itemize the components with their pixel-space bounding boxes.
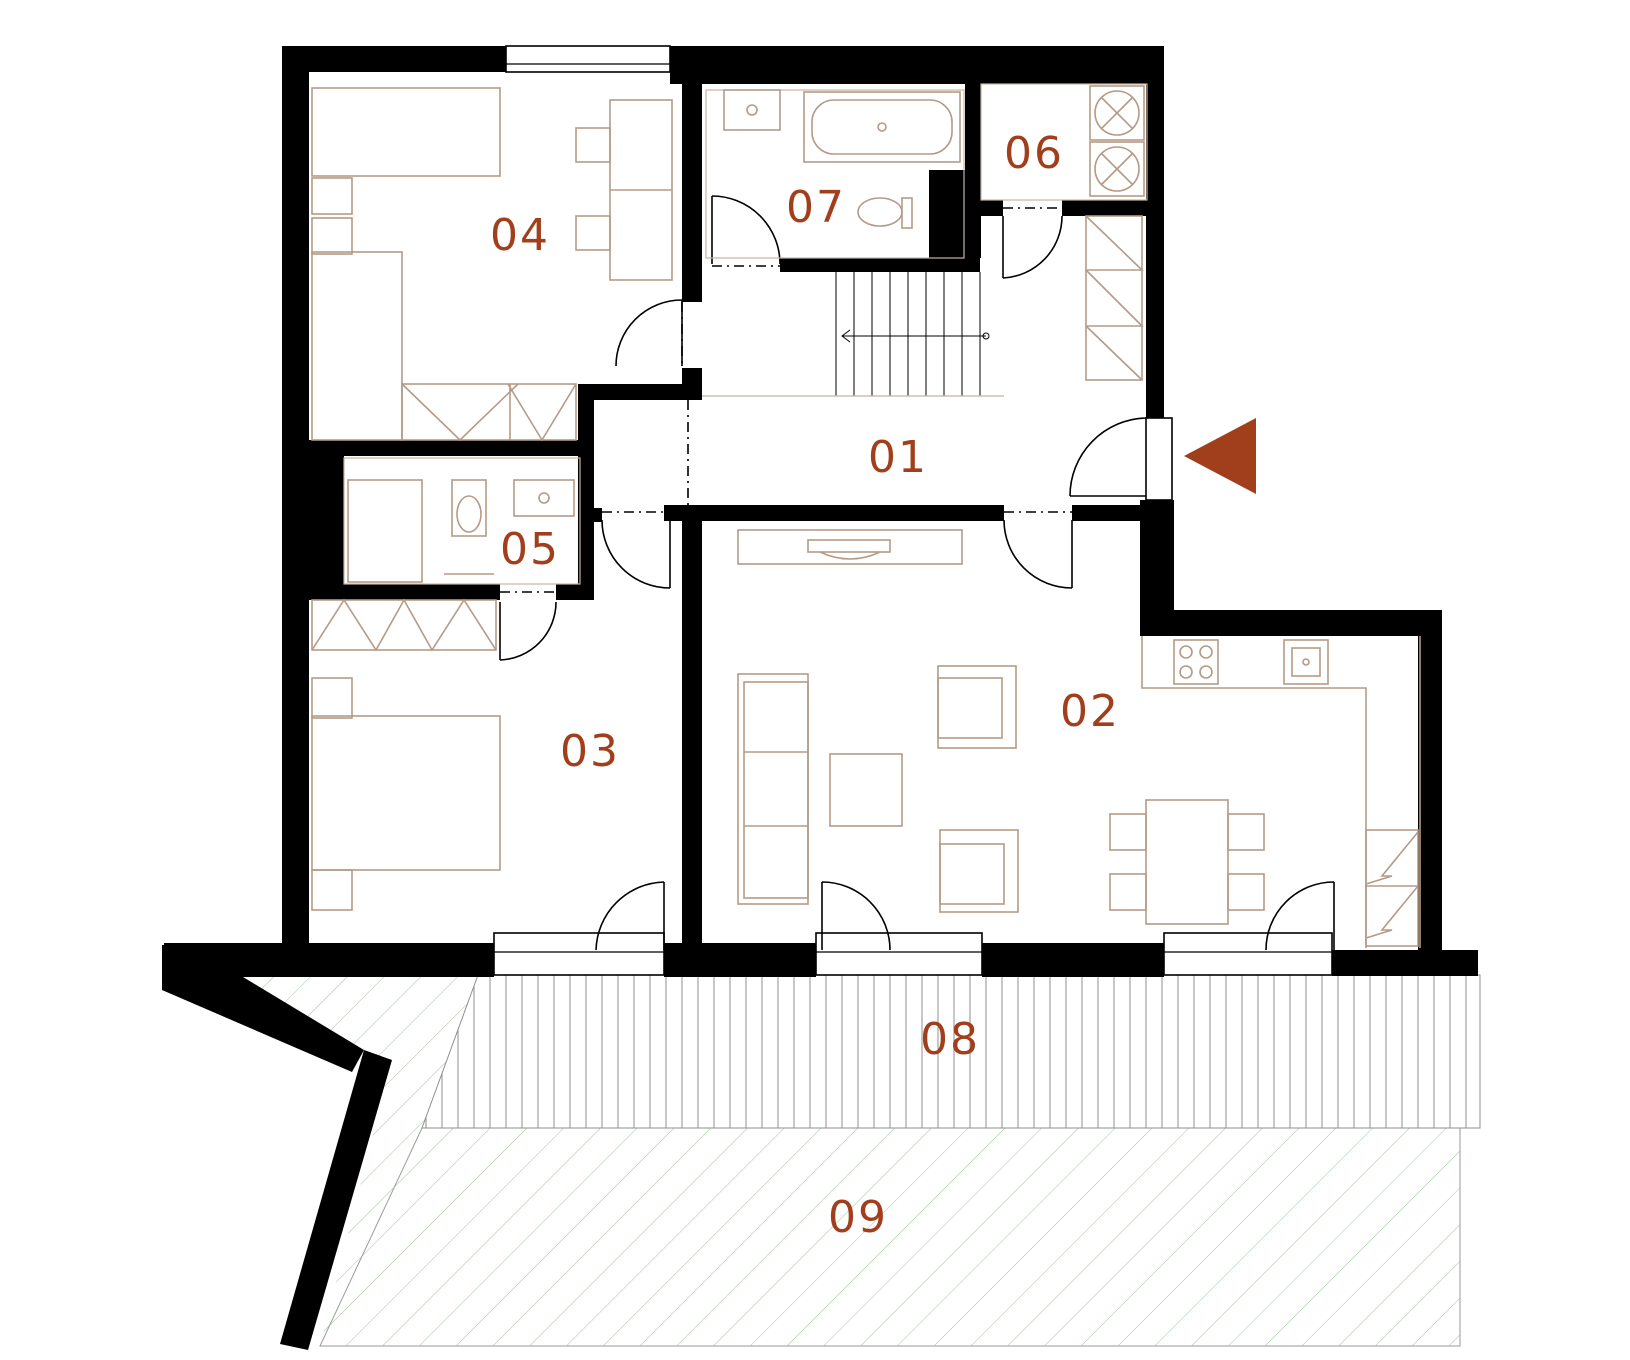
room-label-02: 02 bbox=[1060, 686, 1120, 737]
room-label-05: 05 bbox=[500, 524, 560, 575]
room-label-04: 04 bbox=[490, 210, 550, 261]
terrace-angled-wall bbox=[162, 945, 364, 1072]
room-label-08: 08 bbox=[920, 1014, 980, 1065]
terrace-09-area bbox=[180, 975, 1460, 1346]
terrace-angled-wall-2 bbox=[280, 1050, 392, 1350]
room-label-03: 03 bbox=[560, 726, 620, 777]
doors bbox=[499, 195, 1335, 951]
room-label-09: 09 bbox=[828, 1192, 888, 1243]
room-label-01: 01 bbox=[868, 432, 928, 483]
room-labels: 01 02 03 04 05 06 07 08 09 bbox=[490, 128, 1120, 1243]
furniture bbox=[311, 83, 1421, 948]
room-label-07: 07 bbox=[786, 182, 846, 233]
entrance-arrow-icon bbox=[1184, 418, 1256, 494]
windows bbox=[493, 45, 1333, 976]
room-label-06: 06 bbox=[1004, 128, 1064, 179]
walls bbox=[164, 46, 1478, 977]
deck-08-area bbox=[425, 975, 1467, 1128]
